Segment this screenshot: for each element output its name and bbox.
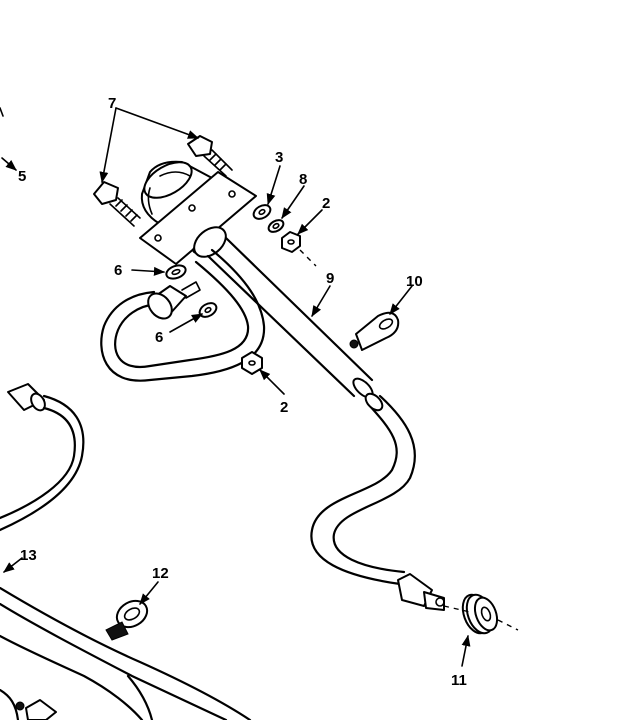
callout-6-upper: 6 xyxy=(114,262,122,279)
callout-9-leader xyxy=(311,285,331,317)
looped-tube xyxy=(100,248,266,382)
callout-6-lower: 6 xyxy=(155,329,163,346)
pump-body xyxy=(139,160,257,265)
callout-13: 13 xyxy=(20,547,37,564)
callout-10: 10 xyxy=(406,273,423,290)
nut-2-top xyxy=(281,231,301,253)
callout-6-leaders xyxy=(131,266,203,333)
bolt-left xyxy=(93,181,141,227)
edge-leader-5 xyxy=(0,107,17,171)
nut-2-mid xyxy=(241,351,263,375)
washer-8 xyxy=(267,219,285,233)
callout-7-leaders xyxy=(99,107,200,184)
callout-11: 11 xyxy=(451,672,467,689)
callout-leaders-3-8-2 xyxy=(266,165,323,235)
callout-10-leader xyxy=(389,285,413,315)
clamp-10 xyxy=(349,311,400,351)
grommet-11 xyxy=(461,593,499,635)
axis-line-bottom xyxy=(443,605,519,631)
clip-12 xyxy=(105,599,149,641)
callout-12-leader xyxy=(139,581,159,605)
axis-line-top xyxy=(299,249,317,267)
harness-13 xyxy=(0,586,252,720)
washer-3 xyxy=(252,204,272,220)
callout-7: 7 xyxy=(108,95,116,112)
washer-6-lower xyxy=(198,302,218,318)
hose-fitting xyxy=(397,573,445,611)
callout-12: 12 xyxy=(152,565,169,582)
callout-5: 5 xyxy=(18,168,26,185)
curved-hose xyxy=(310,392,416,586)
callout-2-top: 2 xyxy=(322,195,330,212)
callout-3: 3 xyxy=(275,149,283,166)
straight-pipe-9 xyxy=(206,236,374,399)
callout-2-mid: 2 xyxy=(280,399,288,416)
callout-2-mid-leader xyxy=(259,369,285,395)
callout-9: 9 xyxy=(326,270,334,287)
washer-6-upper xyxy=(165,264,187,280)
callout-13-leader xyxy=(3,557,23,573)
left-cable-upper xyxy=(0,383,85,532)
callout-8: 8 xyxy=(299,171,307,188)
callout-11-leader xyxy=(461,634,471,667)
